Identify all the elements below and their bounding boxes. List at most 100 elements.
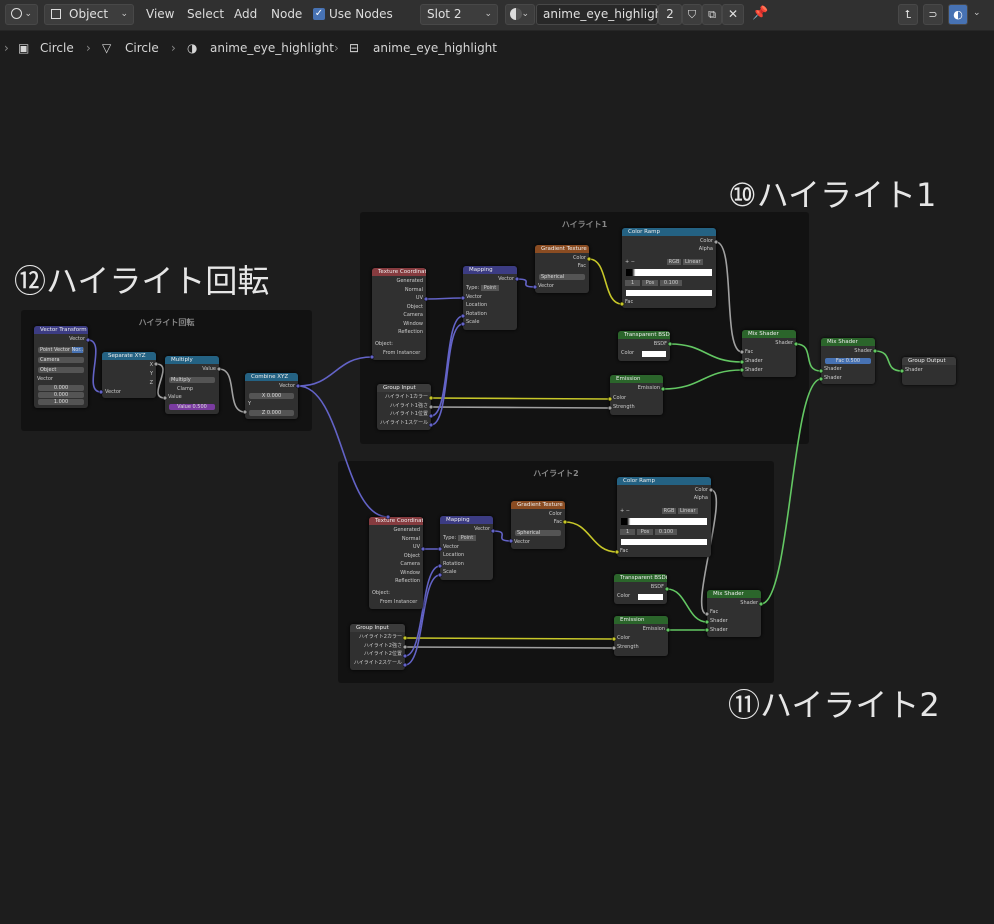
parent-node-tree-button[interactable]: ⮤ (898, 4, 918, 25)
node-link[interactable] (795, 343, 822, 372)
node-socket[interactable] (758, 601, 764, 607)
node-link[interactable] (404, 565, 441, 657)
mapping-type-row[interactable]: Type: Point (466, 285, 514, 292)
gradient-type-dropdown[interactable]: Spherical (539, 274, 585, 280)
node-socket[interactable] (242, 409, 248, 415)
node-socket[interactable] (428, 395, 434, 401)
node-socket[interactable] (460, 321, 466, 327)
node-group-input-2[interactable]: Group Input ハイライト2カラー ハイライト2強さ ハイライト2位置 … (350, 624, 405, 670)
node-socket[interactable] (402, 635, 408, 641)
math-op-dropdown[interactable]: Multiply (169, 377, 215, 383)
node-mapping-1[interactable]: Mapping Vector Type: Point Vector Locati… (463, 266, 517, 330)
slot-dropdown[interactable]: Slot 2 ⌄ (420, 4, 498, 25)
pin-icon[interactable]: 📌 (752, 6, 769, 21)
overlay-chevron-down-icon[interactable]: ⌄ (973, 8, 981, 18)
node-link[interactable] (516, 278, 536, 288)
ramp-stop-row[interactable]: 1 Pos 0.100 (625, 280, 713, 287)
node-socket[interactable] (490, 528, 496, 534)
node-socket[interactable] (428, 404, 434, 410)
node-vector-transform[interactable]: Vector Transform Vector Point Vector Nor… (34, 326, 88, 408)
node-link[interactable] (155, 363, 166, 399)
node-socket[interactable] (739, 367, 745, 373)
node-mix-shader-2[interactable]: Mix Shader Shader Fac Shader Shader (707, 590, 761, 637)
material-name-field[interactable]: anime_eye_highlight (536, 4, 667, 25)
final-fac-field[interactable]: Fac 0.500 (825, 358, 871, 364)
node-transparent-bsdf-1[interactable]: Transparent BSDF BSDF Color (618, 331, 670, 361)
node-socket[interactable] (899, 368, 905, 374)
node-socket[interactable] (739, 349, 745, 355)
node-socket[interactable] (508, 538, 514, 544)
node-color-ramp-2[interactable]: Color Ramp Color Alpha + − RGB Linear 1 … (617, 477, 711, 557)
node-link[interactable] (588, 258, 623, 305)
unlink-material-button[interactable]: ✕ (722, 4, 744, 25)
vt-x-field[interactable]: 0.000 (38, 385, 84, 391)
node-mix-shader-1[interactable]: Mix Shader Shader Fac Shader Shader (742, 330, 796, 377)
vt-to-dropdown[interactable]: Object (38, 367, 84, 373)
node-socket[interactable] (162, 395, 168, 401)
node-socket[interactable] (664, 586, 670, 592)
vt-from-dropdown[interactable]: Camera (38, 357, 84, 363)
ramp-stop-color[interactable] (621, 539, 707, 545)
node-socket[interactable] (423, 296, 429, 302)
node-socket[interactable] (607, 396, 613, 402)
node-socket[interactable] (704, 619, 710, 625)
use-nodes-checkbox[interactable]: ✓ (313, 8, 325, 20)
node-gradient-texture-2[interactable]: Gradient Texture Color Fac Spherical Vec… (511, 501, 565, 549)
menu-node[interactable]: Node (271, 7, 303, 21)
node-socket[interactable] (402, 644, 408, 650)
menu-add[interactable]: Add (234, 7, 258, 21)
node-link[interactable] (404, 637, 615, 640)
node-link[interactable] (662, 369, 743, 390)
node-socket[interactable] (665, 627, 671, 633)
node-mix-shader-final[interactable]: Mix Shader Shader Fac 0.500 Shader Shade… (821, 338, 875, 384)
transparent-color-swatch[interactable] (638, 594, 663, 600)
node-socket[interactable] (607, 405, 613, 411)
node-link[interactable] (430, 397, 611, 400)
ramp-controls[interactable]: + − RGB Linear (625, 259, 703, 265)
node-link[interactable] (425, 297, 464, 300)
node-link[interactable] (564, 521, 618, 553)
node-socket[interactable] (818, 368, 824, 374)
transparent-color-swatch[interactable] (642, 351, 666, 357)
node-link[interactable] (404, 646, 615, 649)
node-link[interactable] (430, 323, 464, 426)
from-instancer-checkbox[interactable]: From Instancer (380, 599, 418, 605)
vt-y-field[interactable]: 0.000 (38, 392, 84, 398)
node-link[interactable] (404, 574, 441, 666)
node-group-input-1[interactable]: Group Input ハイライト1カラー ハイライト1強さ ハイライト1位置 … (377, 384, 431, 430)
node-socket[interactable] (420, 546, 426, 552)
multiply-value-field[interactable]: Value 0.500 (169, 404, 215, 410)
node-socket[interactable] (562, 519, 568, 525)
node-color-ramp-1[interactable]: Color Ramp Color Alpha + − RGB Linear 1 … (622, 228, 716, 308)
color-ramp-gradient[interactable] (621, 518, 707, 525)
clamp-checkbox[interactable]: Clamp (177, 386, 193, 392)
from-instancer-checkbox[interactable]: From Instancer (383, 350, 421, 356)
node-socket[interactable] (295, 383, 301, 389)
node-link[interactable] (87, 339, 102, 393)
node-socket[interactable] (586, 256, 592, 262)
node-gradient-texture-1[interactable]: Gradient Texture Color Fac Spherical Vec… (535, 245, 589, 293)
node-socket[interactable] (611, 636, 617, 642)
duplicate-material-button[interactable]: ⧉ (702, 4, 722, 25)
node-socket[interactable] (614, 549, 620, 555)
node-socket[interactable] (428, 422, 434, 428)
editor-type-button[interactable]: ⌄ (5, 4, 38, 25)
node-combine-xyz[interactable]: Combine XYZ Vector X 0.000 Y Z 0.000 (245, 373, 298, 419)
node-socket[interactable] (428, 413, 434, 419)
node-socket[interactable] (402, 653, 408, 659)
node-socket[interactable] (619, 301, 625, 307)
material-user-count[interactable]: 2 (658, 4, 682, 25)
node-socket[interactable] (369, 354, 375, 360)
node-link[interactable] (430, 406, 611, 409)
node-socket[interactable] (611, 645, 617, 651)
node-socket[interactable] (460, 313, 466, 319)
shader-type-dropdown[interactable]: Object ⌄ (44, 4, 134, 25)
node-transparent-bsdf-2[interactable]: Transparent BSDF BSDF Color (614, 574, 667, 604)
node-link[interactable] (430, 315, 464, 417)
node-socket[interactable] (704, 627, 710, 633)
node-socket[interactable] (818, 376, 824, 382)
vt-z-field[interactable]: 1.000 (38, 399, 84, 405)
node-socket[interactable] (708, 487, 714, 493)
node-socket[interactable] (872, 348, 878, 354)
node-link[interactable] (874, 350, 903, 372)
